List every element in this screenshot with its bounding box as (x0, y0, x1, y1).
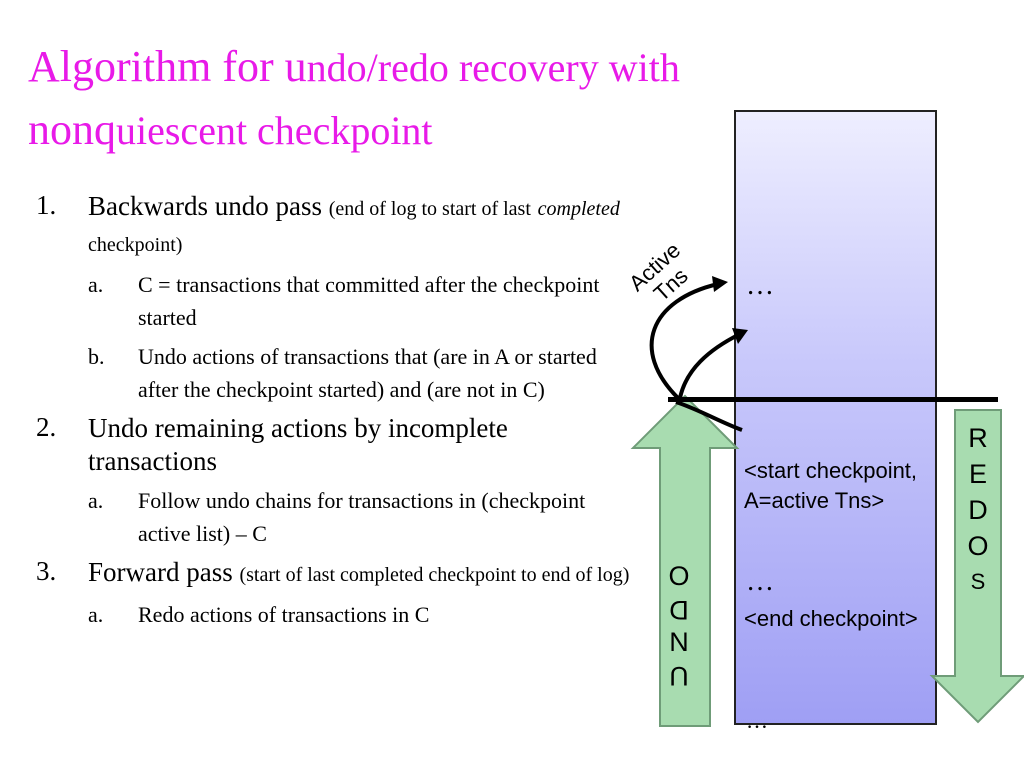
substep: a. C = transactions that committed after… (88, 268, 636, 334)
step-note-part2: checkpoint) (88, 234, 183, 256)
step-note-part1: (end of log to start of last (328, 198, 531, 220)
step-main-text: Backwards undo pass (88, 191, 322, 221)
step-number: 2. (36, 412, 57, 442)
title-line1-part2: ndo/redo recovery with (306, 45, 680, 90)
undo-arrow (630, 394, 740, 727)
step-1: 1. Backwards undo pass (end of log to st… (36, 190, 636, 406)
step-main-text: Forward pass (88, 557, 233, 587)
substep-letter: a. (88, 272, 104, 297)
substep: a. Redo actions of transactions in C (88, 598, 636, 631)
slide-title: Algorithm for undo/redo recovery with no… (28, 36, 728, 162)
redo-letter: E (968, 459, 987, 489)
arrowhead-2 (732, 328, 748, 344)
step-note-italic: completed (537, 198, 620, 220)
substep-text: Undo actions of transactions that (are i… (138, 344, 597, 402)
redo-label: R E D O S (963, 420, 993, 600)
undo-letter: O (668, 561, 690, 591)
title-line2-part2: uiescent checkpoint (116, 108, 433, 153)
redo-arrow (929, 409, 1024, 724)
active-tns-curve-3 (675, 400, 743, 432)
substep-text: Follow undo chains for transactions in (… (138, 488, 586, 546)
algorithm-steps: 1. Backwards undo pass (end of log to st… (36, 190, 636, 637)
substep-text: Redo actions of transactions in C (138, 602, 430, 627)
checkpoint-line (668, 397, 998, 402)
step-3: 3. Forward pass (start of last completed… (36, 556, 636, 631)
log-bottom-dots: … (746, 708, 768, 733)
step-number: 3. (36, 556, 57, 586)
redo-letter: R (968, 423, 988, 453)
step-2: 2. Undo remaining actions by incomplete … (36, 412, 636, 550)
log-mid-dots: … (746, 566, 774, 597)
redo-letter: S (970, 569, 986, 594)
log-top-dots: … (746, 270, 774, 301)
end-checkpoint-record: <end checkpoint> (744, 606, 918, 631)
step-main-text: Undo remaining actions by incomplete tra… (88, 413, 508, 476)
substep: b. Undo actions of transactions that (ar… (88, 340, 636, 406)
title-line1-part1: Algorithm for u (28, 42, 307, 91)
undo-label: O D N U (664, 560, 694, 692)
log-box (734, 110, 937, 725)
substep-letter: a. (88, 602, 104, 627)
substep-letter: a. (88, 488, 104, 513)
undo-letter: D (669, 595, 689, 625)
substep: a. Follow undo chains for transactions i… (88, 484, 636, 550)
active-tns-curve-1 (649, 282, 719, 400)
redo-letter: D (968, 495, 988, 525)
undo-letter: U (669, 661, 689, 691)
arrowhead-1 (712, 276, 728, 292)
start-checkpoint-record: <start checkpoint, A=active Tns> (744, 458, 918, 513)
title-line2-part1: nonq (28, 105, 116, 154)
substep-text: C = transactions that committed after th… (138, 272, 600, 330)
undo-letter: N (669, 627, 689, 657)
substep-letter: b. (88, 344, 105, 369)
redo-letter: O (967, 531, 989, 561)
step-note: (start of last completed checkpoint to e… (239, 564, 630, 586)
step-number: 1. (36, 190, 57, 220)
active-tns-curve-2 (678, 332, 741, 399)
